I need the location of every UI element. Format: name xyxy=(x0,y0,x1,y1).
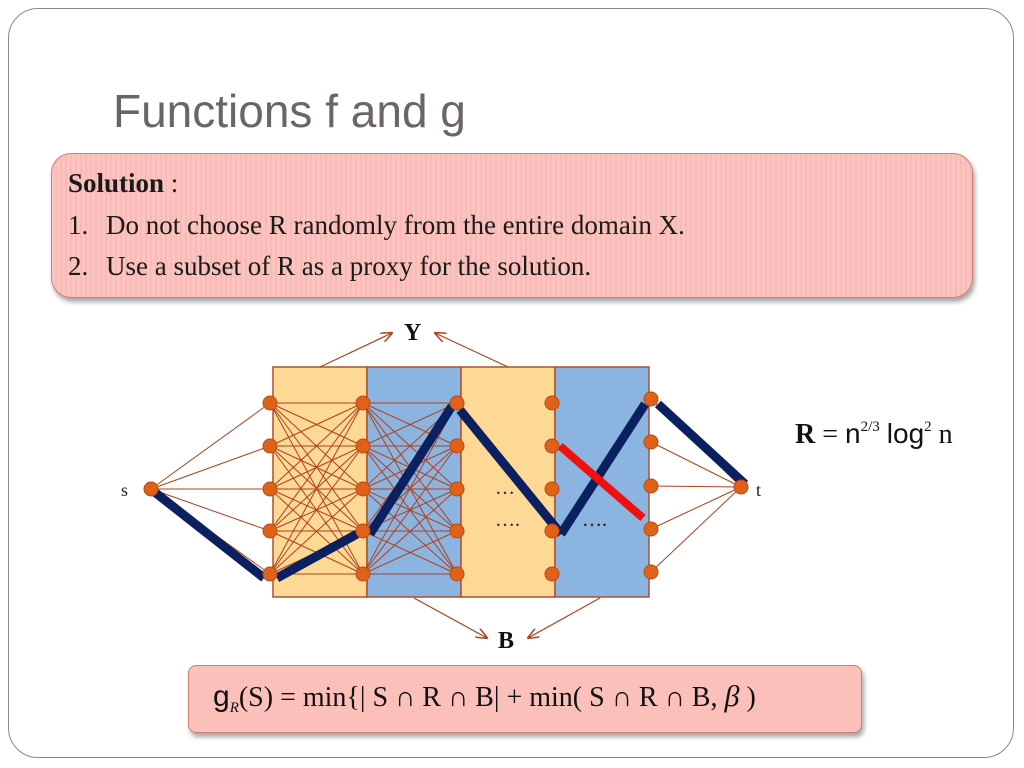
source-edge xyxy=(150,488,271,532)
solution-item-number: 2. xyxy=(68,251,89,281)
bipartite-edge xyxy=(362,402,458,575)
arrow-to-b-right xyxy=(528,597,601,638)
log-argument: n xyxy=(938,419,953,450)
bipartite-edge xyxy=(269,488,364,575)
sink-node xyxy=(733,479,749,495)
arrow-to-y-left xyxy=(319,333,392,368)
graph-node xyxy=(449,523,465,539)
slide-title: Functions f and g xyxy=(113,85,466,137)
path-segment xyxy=(149,486,267,582)
graph-node xyxy=(449,395,465,411)
graph-node xyxy=(355,395,371,411)
graph-node xyxy=(355,438,371,454)
path-segment xyxy=(557,401,649,537)
graph-node xyxy=(544,566,560,582)
graph-node xyxy=(643,564,659,580)
graph-node xyxy=(262,438,278,454)
graph-node xyxy=(355,566,371,582)
graph-node xyxy=(262,395,278,411)
path-segment xyxy=(274,530,360,582)
solution-separator: : xyxy=(170,168,179,198)
graph-node xyxy=(262,566,278,582)
solution-heading: Solution : xyxy=(68,168,178,199)
bipartite-edge xyxy=(362,530,458,575)
bipartite-edge xyxy=(269,402,364,490)
graph-node xyxy=(544,523,560,539)
graph-node xyxy=(643,391,659,407)
bipartite-edge xyxy=(269,402,364,575)
r-symbol: R xyxy=(795,419,816,450)
arrow-to-b-left xyxy=(413,597,487,638)
ellipsis-2: …. xyxy=(495,509,520,531)
path-segment xyxy=(456,407,565,537)
red-path-segment xyxy=(557,442,646,522)
graph-node xyxy=(643,434,659,450)
solution-item-text: Do not choose R randomly from the entire… xyxy=(106,210,685,240)
n-symbol: n xyxy=(845,418,861,449)
sink-edges xyxy=(650,398,742,573)
graph-node xyxy=(262,481,278,497)
log-exponent: 2 xyxy=(924,419,932,435)
bipartite-edge xyxy=(269,445,364,575)
graph-node xyxy=(544,481,560,497)
graph-node xyxy=(643,478,659,494)
solution-box: Solution : 1. Do not choose R randomly fr… xyxy=(51,153,973,298)
n-exponent: 2/3 xyxy=(860,419,880,435)
solution-item-2: 2. Use a subset of R as a proxy for the s… xyxy=(68,251,591,282)
g-formula-close: ) xyxy=(739,682,756,713)
bipartite-edge xyxy=(362,488,458,575)
solution-item-text: Use a subset of R as a proxy for the sol… xyxy=(106,251,592,281)
source-label: s xyxy=(121,480,128,500)
b-label: B xyxy=(498,628,514,654)
source-node xyxy=(143,481,159,497)
sink-edge xyxy=(650,485,742,488)
source-edge xyxy=(150,402,271,490)
bipartite-edge xyxy=(269,402,364,532)
sink-label: t xyxy=(756,480,761,500)
bipartite-edge xyxy=(269,402,364,447)
highlighted-path xyxy=(149,400,749,582)
graph-node xyxy=(643,521,659,537)
arrow-to-y-right xyxy=(435,333,509,368)
sink-edge xyxy=(650,486,742,530)
g-formula: gR(S) = min{| S ∩ R ∩ B| + min( S ∩ R ∩ … xyxy=(213,680,756,717)
beta-symbol: β xyxy=(724,680,740,713)
r-size-formula: R = n2/3 log2 n xyxy=(795,418,953,451)
sink-edge xyxy=(650,441,742,488)
bipartite-edge xyxy=(362,445,458,575)
g-symbol: g xyxy=(213,680,230,713)
bipartite-edge xyxy=(362,402,458,447)
solution-item-number: 1. xyxy=(68,210,89,240)
g-formula-box: gR(S) = min{| S ∩ R ∩ B| + min( S ∩ R ∩ … xyxy=(188,665,862,733)
solution-heading-label: Solution xyxy=(68,168,165,198)
equals-sign: = xyxy=(822,419,839,450)
graph-node xyxy=(355,523,371,539)
log-symbol: log xyxy=(886,418,925,449)
sink-edge xyxy=(650,486,742,573)
graph-node xyxy=(544,395,560,411)
source-edges xyxy=(150,402,271,575)
graph-node xyxy=(262,523,278,539)
g-formula-body: (S) = min{| S ∩ R ∩ B| + min( S ∩ R ∩ B, xyxy=(238,682,725,713)
source-edge xyxy=(150,445,271,490)
graph-node xyxy=(355,481,371,497)
ellipsis-1: … xyxy=(495,477,515,499)
path-segment xyxy=(366,403,456,537)
y-label: Y xyxy=(404,320,421,346)
ellipsis-3: …. xyxy=(582,509,607,531)
graph-node xyxy=(449,438,465,454)
g-subscript: R xyxy=(229,700,239,716)
graph-node xyxy=(449,481,465,497)
nodes xyxy=(143,391,749,582)
solution-item-1: 1. Do not choose R randomly from the enti… xyxy=(68,210,685,241)
graph-node xyxy=(544,438,560,454)
graph-node xyxy=(449,566,465,582)
path-segment xyxy=(654,400,749,488)
